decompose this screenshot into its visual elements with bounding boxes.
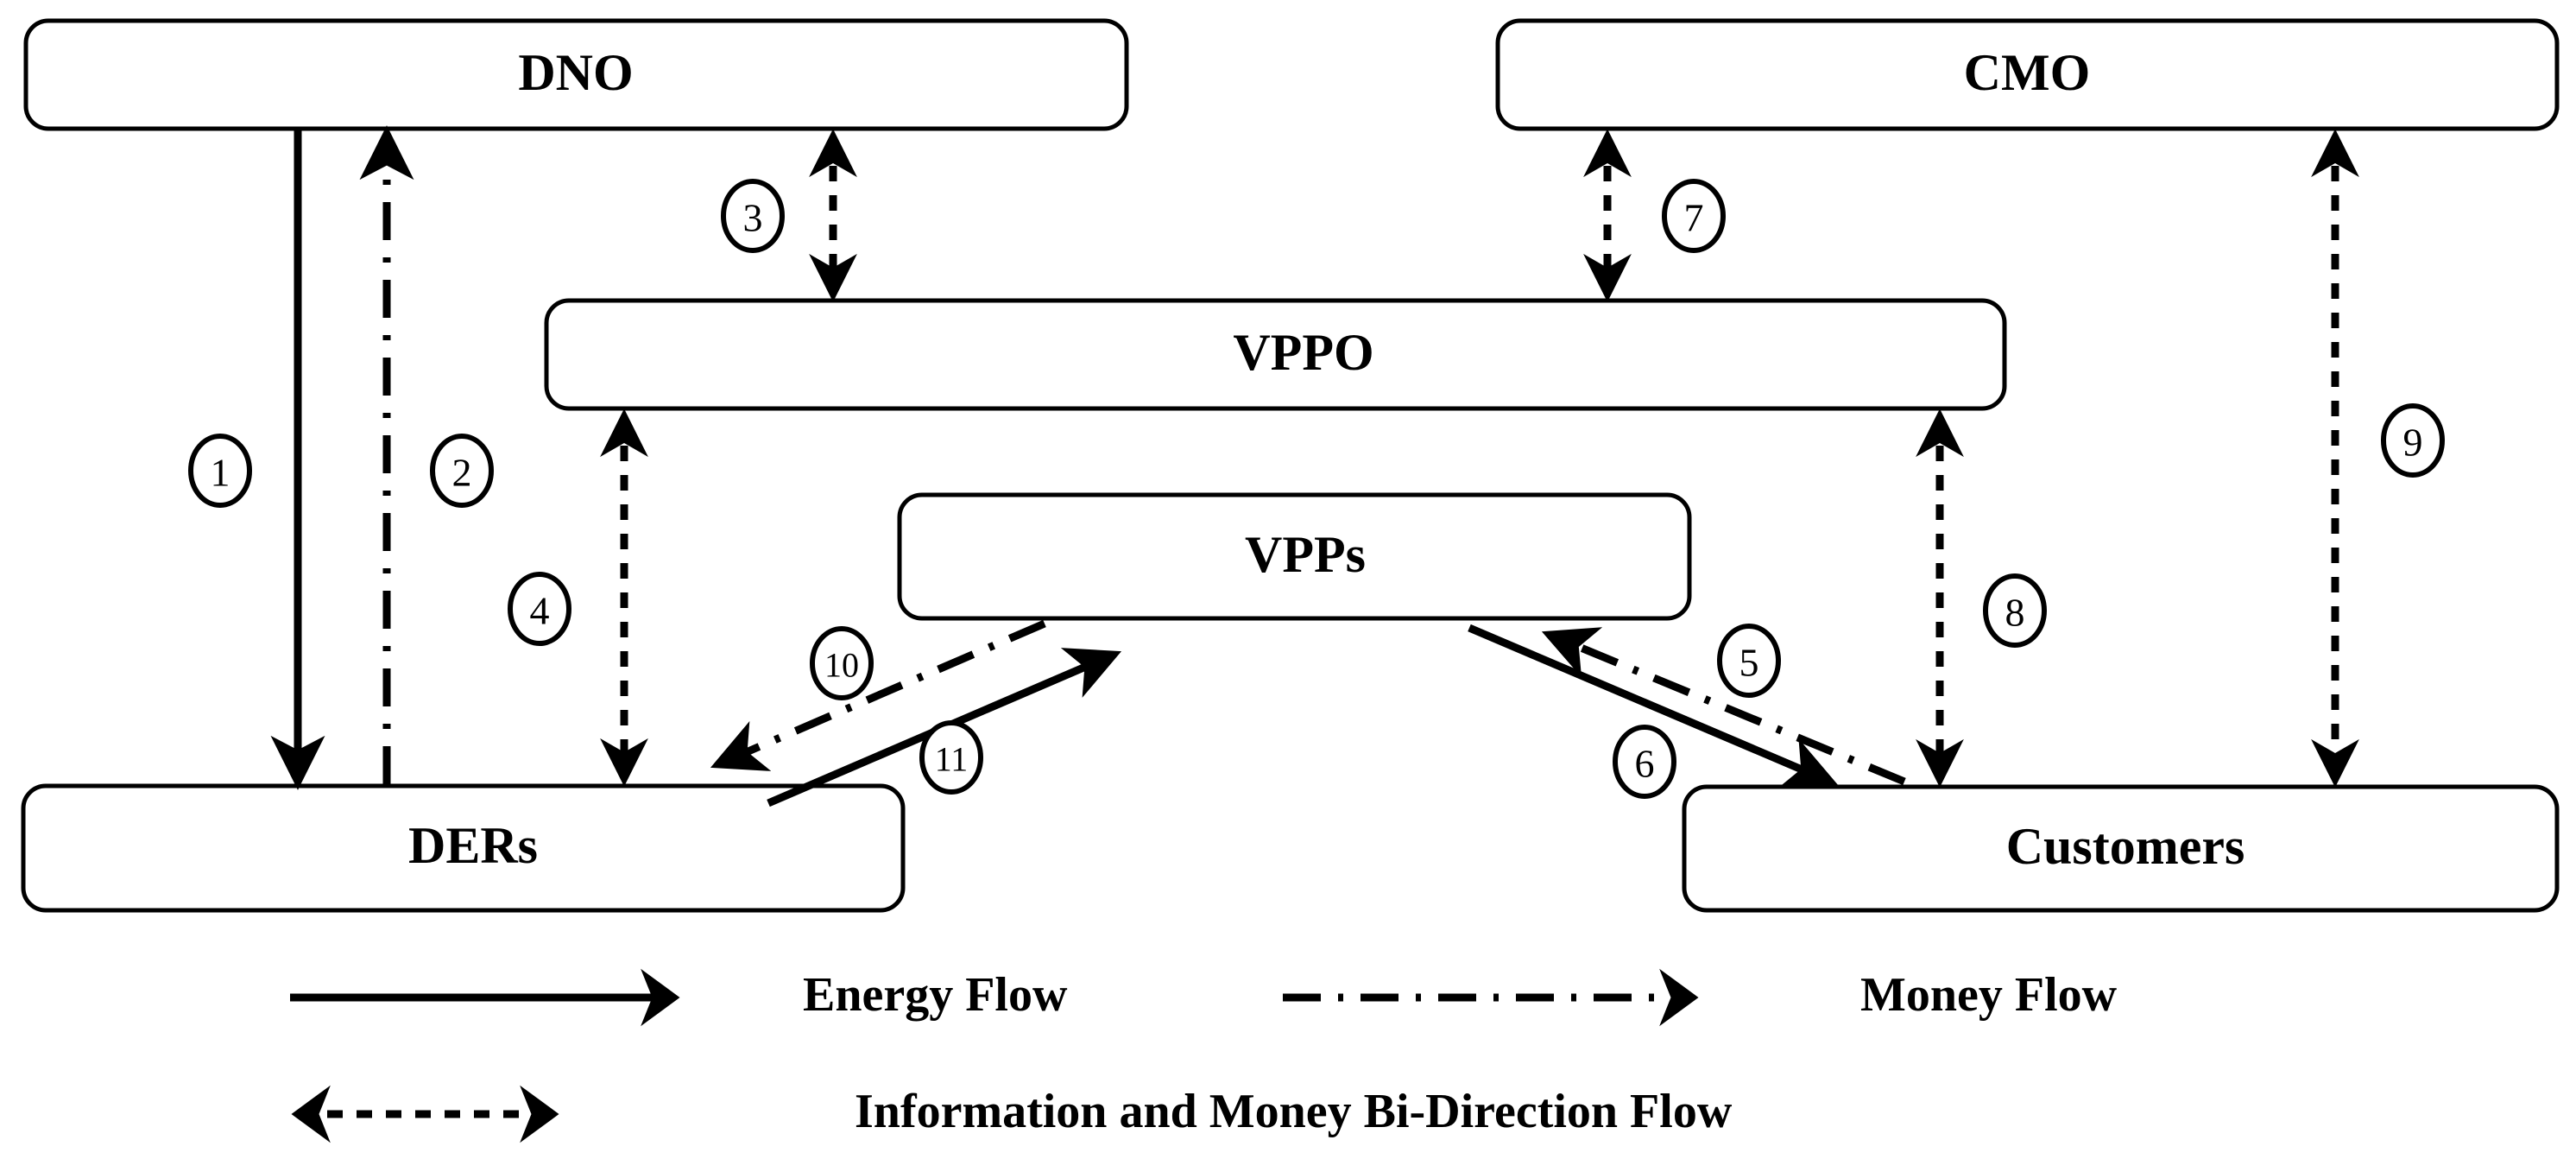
flow-step-badge-9-circle [2381, 403, 2445, 478]
node-vpps-label: VPPs [1245, 526, 1366, 583]
flow-step-badge-9-label: 9 [2403, 421, 2423, 465]
flow-step-badge-3-label: 3 [743, 196, 763, 240]
legend-energy-flow[interactable]: Energy Flow [290, 968, 1068, 1027]
node-vpps-box[interactable] [897, 492, 1692, 621]
flow-step-badge-7-circle [1662, 179, 1726, 253]
flow-step-badge-2-circle [430, 434, 494, 508]
node-vppo-label: VPPO [1233, 324, 1373, 381]
flow-step-badge-11-label: 11 [935, 740, 969, 779]
flow-step-badge-2[interactable]: 2 [430, 434, 494, 508]
flow-10-arrow[interactable] [710, 619, 1046, 771]
node-dno[interactable]: DNO [23, 18, 1129, 131]
node-dno-label: DNO [518, 44, 633, 101]
node-customers-box[interactable] [1682, 784, 2560, 913]
node-cmo[interactable]: CMO [1495, 18, 2560, 131]
legend-bidirection-flow-label: Information and Money Bi-Direction Flow [855, 1085, 1733, 1138]
flow-step-badge-10[interactable]: 10 [810, 626, 874, 700]
node-vpps[interactable]: VPPs [897, 492, 1692, 621]
flow-step-badge-5-circle [1717, 624, 1781, 698]
flow-step-badge-1[interactable]: 1 [188, 434, 252, 508]
flow-step-badge-8-circle [1983, 573, 2047, 648]
flow-step-badge-3-circle [721, 179, 785, 253]
flow-step-badge-11-circle [919, 720, 983, 795]
node-vppo-box[interactable] [544, 298, 2007, 411]
flow-step-badge-8-label: 8 [2005, 591, 2025, 635]
node-customers-label: Customers [2006, 818, 2245, 875]
node-ders[interactable]: DERs [21, 783, 906, 913]
legend-money-flow-label: Money Flow [1860, 968, 2118, 1022]
node-cmo-box[interactable] [1495, 18, 2560, 131]
flow-step-badge-7[interactable]: 7 [1662, 179, 1726, 253]
flow-step-badge-10-label: 10 [824, 646, 859, 685]
flow-step-badge-9[interactable]: 9 [2381, 403, 2445, 478]
flow-step-badge-5-label: 5 [1739, 641, 1759, 685]
flow-step-badge-4-circle [508, 572, 571, 646]
node-cmo-label: CMO [1964, 44, 2091, 101]
flow-step-badge-5[interactable]: 5 [1717, 624, 1781, 698]
flow-step-badge-1-circle [188, 434, 252, 508]
node-customers[interactable]: Customers [1682, 784, 2560, 913]
flow-step-badge-7-label: 7 [1684, 196, 1704, 240]
flow-6-arrow[interactable] [1468, 624, 1839, 789]
legend-energy-flow-label: Energy Flow [803, 968, 1068, 1022]
flow-step-badge-6-circle [1613, 725, 1676, 799]
node-ders-box[interactable] [21, 783, 906, 913]
legend-bidirection-flow[interactable]: Information and Money Bi-Direction Flow [291, 1085, 1733, 1143]
node-vppo[interactable]: VPPO [544, 298, 2007, 411]
flow-step-badge-4[interactable]: 4 [508, 572, 571, 646]
flow-step-badge-6-label: 6 [1635, 742, 1655, 786]
flow-step-badge-8[interactable]: 8 [1983, 573, 2047, 648]
flow-5-arrow[interactable] [1541, 627, 1906, 786]
flow-step-badge-2-label: 2 [452, 451, 472, 495]
flow-step-badge-10-circle [810, 626, 874, 700]
flow-step-badge-1-label: 1 [211, 451, 230, 495]
flow-step-badge-6[interactable]: 6 [1613, 725, 1676, 799]
flow-step-badge-3[interactable]: 3 [721, 179, 785, 253]
flow-step-badge-4-label: 4 [530, 589, 550, 633]
node-dno-box[interactable] [23, 18, 1129, 131]
node-ders-label: DERs [408, 817, 538, 874]
flow-step-badge-11[interactable]: 11 [919, 720, 983, 795]
legend-money-flow[interactable]: Money Flow [1283, 968, 2118, 1027]
